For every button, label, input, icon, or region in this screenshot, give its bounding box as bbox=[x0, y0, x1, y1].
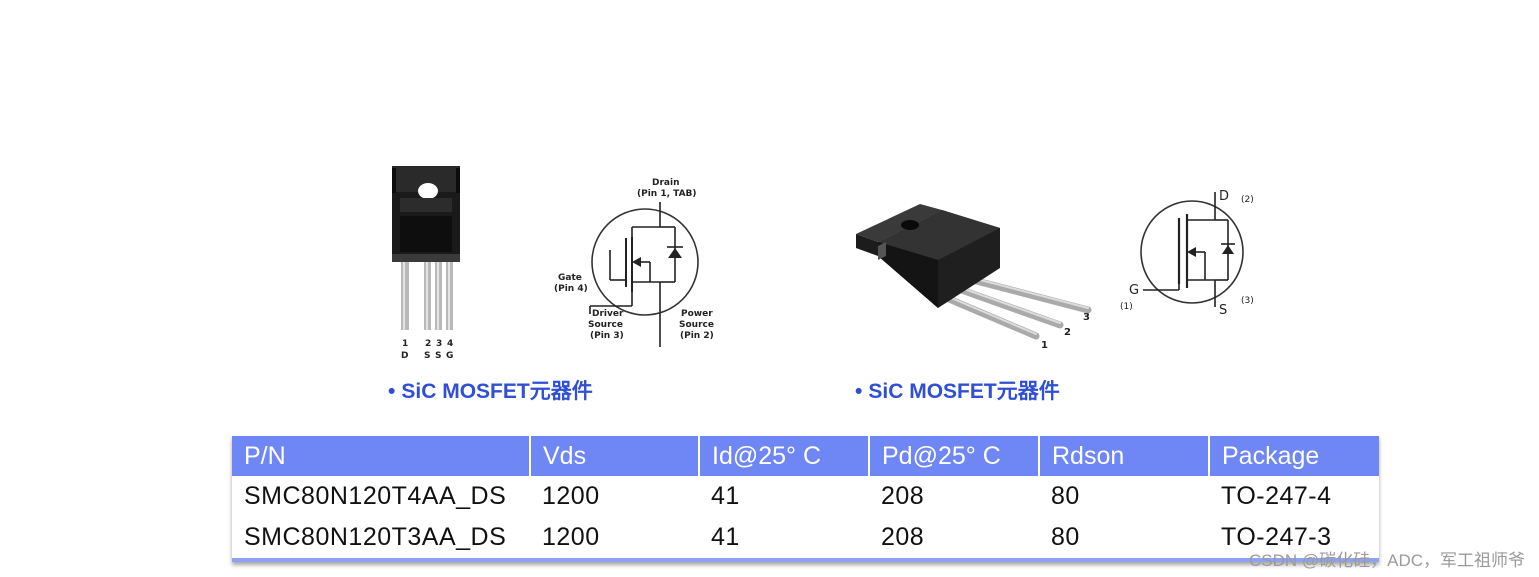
to247-3-package-image: 1 2 3 bbox=[856, 204, 1092, 351]
gate-label: G bbox=[1129, 283, 1139, 298]
mosfet-3pin-symbol: D (2) G (1) S (3) bbox=[1120, 189, 1254, 318]
gate-pin-label: (1) bbox=[1120, 302, 1133, 312]
bullet: • bbox=[388, 380, 396, 403]
pin-number: 1 bbox=[1041, 340, 1048, 351]
to247-4-package-image: 1 2 3 4 D S S G bbox=[392, 166, 460, 361]
figure-caption: •SiC MOSFET元器件 bbox=[855, 375, 1060, 405]
drain-pin-label: (Pin 1, TAB) bbox=[637, 189, 697, 199]
table-cell: TO-247-4 bbox=[1221, 482, 1332, 510]
caption-text: SiC MOSFET元器件 bbox=[401, 380, 593, 403]
column-header: Rdson bbox=[1039, 436, 1210, 476]
caption-text: SiC MOSFET元器件 bbox=[868, 380, 1060, 403]
column-header: Package bbox=[1209, 436, 1379, 476]
table-row: SMC80N120T4AA_DS 1200 41 208 80 TO-247-4 bbox=[232, 476, 1379, 517]
mosfet-4pin-symbol: Drain (Pin 1, TAB) Gate (Pin 4) Driver S… bbox=[554, 178, 714, 347]
pin-letter: S bbox=[435, 351, 441, 361]
table-cell: 80 bbox=[1051, 482, 1080, 510]
table-cell: SMC80N120T4AA_DS bbox=[244, 482, 507, 510]
driver-source-pin-label: (Pin 3) bbox=[590, 331, 624, 341]
pin-number: 3 bbox=[436, 339, 442, 349]
table-header-row: P/N Vds Id@25° C Pd@25° C Rdson Package bbox=[232, 436, 1379, 476]
figure-caption: •SiC MOSFET元器件 bbox=[388, 375, 593, 405]
table-cell: 1200 bbox=[530, 517, 699, 562]
table-cell: 80 bbox=[1039, 517, 1209, 562]
gate-pin-label: (Pin 4) bbox=[554, 284, 588, 294]
table-cell: TO-247-3 bbox=[1209, 517, 1379, 562]
pin-number: 4 bbox=[447, 339, 453, 349]
source-label: S bbox=[1219, 303, 1227, 318]
column-header: Vds bbox=[530, 436, 700, 476]
pin-number: 1 bbox=[402, 339, 408, 349]
power-source-label: Power bbox=[681, 309, 713, 319]
column-header: P/N bbox=[232, 436, 531, 476]
column-header: Pd@25° C bbox=[869, 436, 1040, 476]
table-cell: 41 bbox=[711, 482, 740, 510]
drain-label: Drain bbox=[652, 178, 679, 188]
drain-label: D bbox=[1219, 189, 1229, 204]
pin-number: 2 bbox=[1064, 327, 1071, 338]
watermark: CSDN @碳化硅，ADC，军工祖师爷 bbox=[1248, 551, 1525, 570]
driver-source-label: Source bbox=[588, 320, 623, 330]
table-cell: SMC80N120T3AA_DS bbox=[232, 517, 530, 562]
pin-letter: D bbox=[401, 351, 408, 361]
power-source-pin-label: (Pin 2) bbox=[680, 331, 714, 341]
gate-label: Gate bbox=[558, 273, 582, 283]
driver-source-label: Driver bbox=[592, 309, 624, 319]
spec-table: P/N Vds Id@25° C Pd@25° C Rdson Package … bbox=[232, 436, 1379, 562]
table-cell: 208 bbox=[881, 482, 925, 510]
column-header: Id@25° C bbox=[699, 436, 870, 476]
table-cell: 41 bbox=[699, 517, 869, 562]
table-cell: 208 bbox=[869, 517, 1039, 562]
pin-number: 2 bbox=[425, 339, 431, 349]
table-row: SMC80N120T3AA_DS 1200 41 208 80 TO-247-3 bbox=[232, 517, 1379, 562]
pin-letter: G bbox=[446, 351, 453, 361]
table-cell: 1200 bbox=[542, 482, 600, 510]
drain-pin-label: (2) bbox=[1241, 195, 1254, 205]
source-pin-label: (3) bbox=[1241, 296, 1254, 306]
bullet: • bbox=[855, 380, 863, 403]
pin-number: 3 bbox=[1083, 312, 1090, 323]
pin-letter: S bbox=[424, 351, 430, 361]
power-source-label: Source bbox=[679, 320, 714, 330]
